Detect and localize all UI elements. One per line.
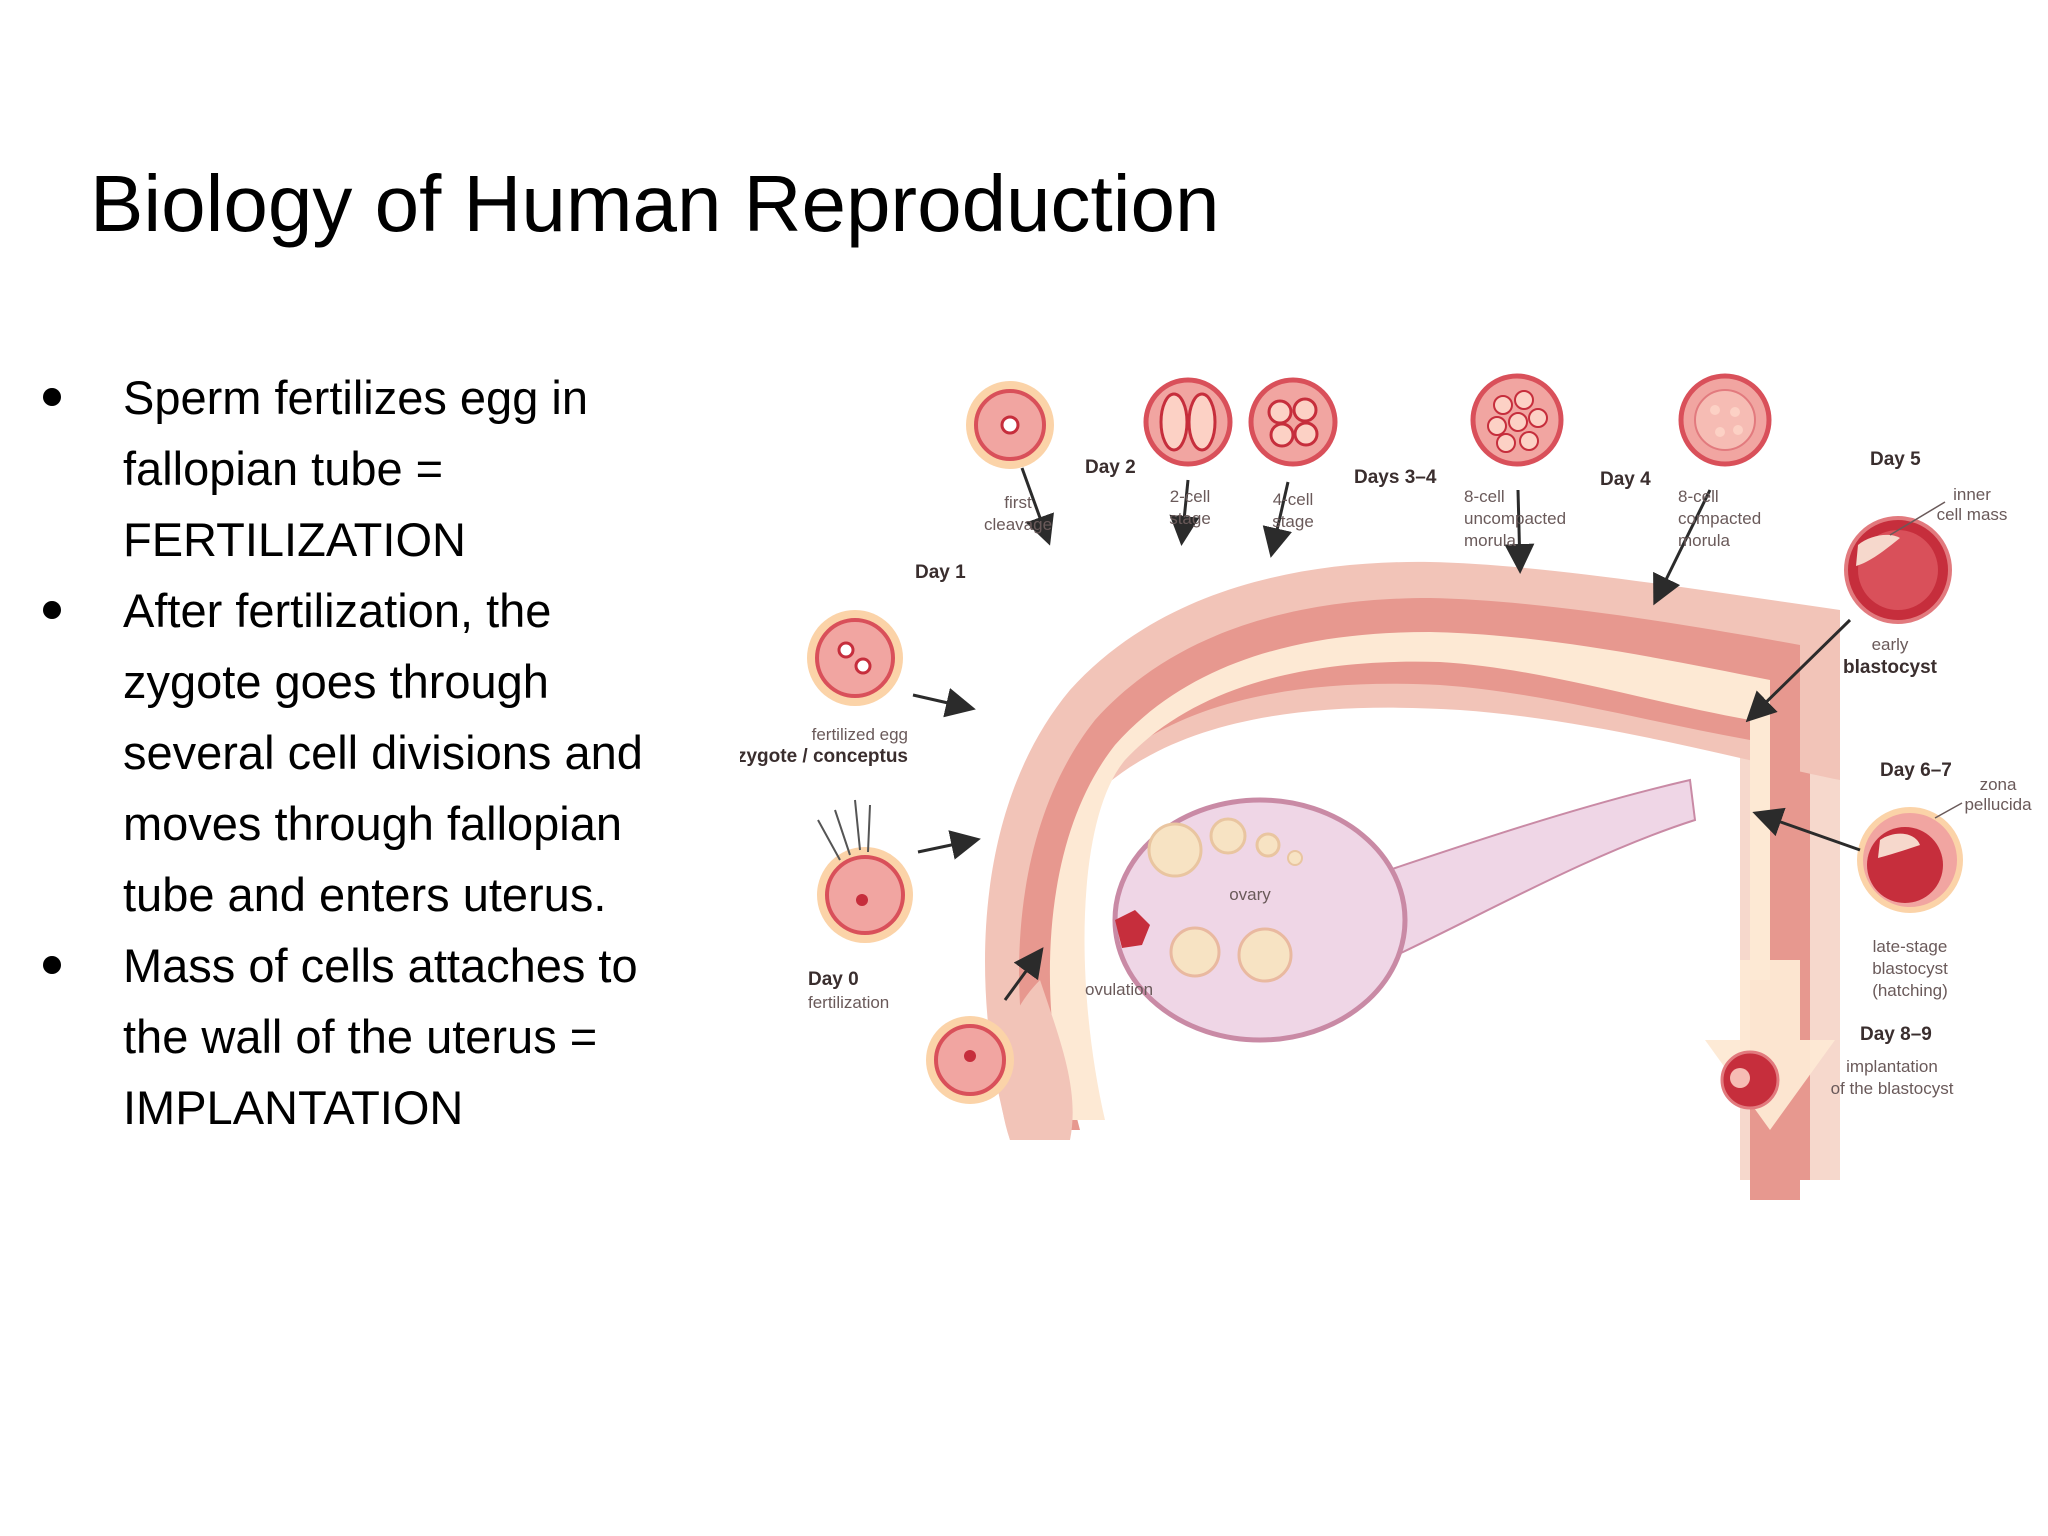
tube-mid: [1019, 598, 1800, 1200]
bullet-line: fallopian tube =: [123, 442, 444, 495]
arrow: [1003, 947, 1044, 1001]
bullet-dot: [43, 601, 61, 619]
label-eight-compacted: morula: [1678, 531, 1731, 550]
bullet-line: the wall of the uterus =: [123, 1010, 598, 1063]
bullet-line: zygote goes through: [123, 655, 549, 708]
arrow: [1262, 481, 1292, 558]
follicle: [1287, 850, 1303, 866]
arrow: [1020, 467, 1054, 546]
label-zona-pellucida: zona: [1980, 775, 2017, 794]
label-eight-uncompacted: morula: [1464, 531, 1517, 550]
label-day0: Day 0: [808, 969, 859, 990]
label-days34: Days 3–4: [1354, 467, 1437, 488]
follicle: [1255, 832, 1281, 858]
label-early-blastocyst: blastocyst: [1843, 657, 1938, 678]
label-day1: Day 1: [915, 562, 966, 583]
label-four-cell: 4-cell: [1273, 490, 1314, 509]
label-fertilized-egg: fertilized egg: [812, 725, 908, 744]
bullet-line: moves through fallopian: [123, 797, 623, 850]
bullet-line: Sperm fertilizes egg in: [123, 371, 588, 424]
egg-ovulated: [926, 1016, 1014, 1104]
pointer-line: [1934, 802, 1963, 819]
label-implantation: implantation: [1846, 1057, 1938, 1076]
label-day4: Day 4: [1600, 469, 1651, 490]
label-late-blastocyst: (hatching): [1872, 981, 1948, 1000]
label-first-cleavage: first: [1004, 493, 1032, 512]
bullet-dot: [43, 388, 61, 406]
bullet-dot: [43, 956, 61, 974]
label-early-blastocyst: early: [1872, 635, 1909, 654]
slide-title: Biology of Human Reproduction: [90, 159, 1220, 248]
arrow: [1745, 618, 1852, 723]
migration-arrow: [1705, 960, 1835, 1130]
fimbriae: [1000, 980, 1073, 1140]
arrow: [1169, 479, 1200, 546]
bullet-line: After fertilization, the: [123, 584, 552, 637]
bullet-list: Sperm fertilizes egg in fallopian tube = F…: [40, 362, 760, 1143]
ruptured-follicle: [1115, 910, 1150, 948]
label-two-cell: stage: [1169, 509, 1211, 528]
label-inner-cell-mass: cell mass: [1937, 505, 2008, 524]
follicle: [1209, 817, 1247, 855]
bullet-line: FERTILIZATION: [123, 513, 466, 566]
arrow: [917, 830, 981, 860]
label-ovary: ovary: [1229, 885, 1271, 904]
compacted-morula: [1678, 373, 1772, 467]
label-eight-uncompacted: uncompacted: [1464, 509, 1566, 528]
late-blastocyst: [1857, 807, 1963, 913]
implanted-blastocyst: [1720, 1050, 1780, 1110]
two-cell-embryo: [1143, 377, 1233, 467]
label-eight-compacted: 8-cell: [1678, 487, 1719, 506]
label-day5: Day 5: [1870, 449, 1921, 470]
label-inner-cell-mass: inner: [1953, 485, 1991, 504]
follicle: [1147, 822, 1203, 878]
label-two-cell: 2-cell: [1170, 487, 1211, 506]
bullet-line: IMPLANTATION: [123, 1081, 464, 1134]
label-day2: Day 2: [1085, 457, 1136, 478]
arrow: [912, 688, 976, 718]
label-first-cleavage: cleavage: [984, 515, 1052, 534]
bullet-item: Sperm fertilizes egg in fallopian tube = F…: [40, 362, 760, 575]
follicle: [1237, 927, 1293, 983]
label-zygote: zygote / conceptus: [740, 746, 908, 767]
diagram-svg: Day 0 fertilization fertilized egg zygot…: [740, 373, 2032, 1200]
label-late-blastocyst: blastocyst: [1872, 959, 1948, 978]
bullet-line: tube and enters uterus.: [123, 868, 607, 921]
label-eight-compacted: compacted: [1678, 509, 1761, 528]
bullet-item: Mass of cells attaches to the wall of the…: [40, 930, 760, 1143]
arrow: [1504, 489, 1535, 574]
bullet-line: Mass of cells attaches to: [123, 939, 638, 992]
zygote: [807, 610, 903, 706]
arrow: [1653, 489, 1712, 606]
label-implantation: of the blastocyst: [1831, 1079, 1954, 1098]
tube-lumen: [1049, 632, 1770, 1120]
first-cleavage-cell: [966, 381, 1054, 469]
reproduction-diagram: Day 0 fertilization fertilized egg zygot…: [740, 340, 2040, 1200]
label-four-cell: stage: [1272, 512, 1314, 531]
uncompacted-morula: [1470, 373, 1564, 467]
label-eight-uncompacted: 8-cell: [1464, 487, 1505, 506]
bullet-line: several cell divisions and: [123, 726, 643, 779]
pointer-line: [1889, 501, 1946, 536]
arrow: [1752, 807, 1861, 852]
four-cell-embryo: [1248, 377, 1338, 467]
early-blastocyst: [1844, 516, 1952, 624]
label-ovulation: ovulation: [1085, 980, 1153, 999]
bullet-item: After fertilization, the zygote goes thro…: [40, 575, 760, 930]
follicle: [1169, 926, 1221, 978]
label-day67: Day 6–7: [1880, 760, 1952, 781]
fertilization-cell: [817, 799, 913, 943]
label-day89: Day 8–9: [1860, 1024, 1932, 1045]
label-zona-pellucida: pellucida: [1964, 795, 2032, 814]
label-late-blastocyst: late-stage: [1873, 937, 1948, 956]
label-fertilization: fertilization: [808, 993, 889, 1012]
